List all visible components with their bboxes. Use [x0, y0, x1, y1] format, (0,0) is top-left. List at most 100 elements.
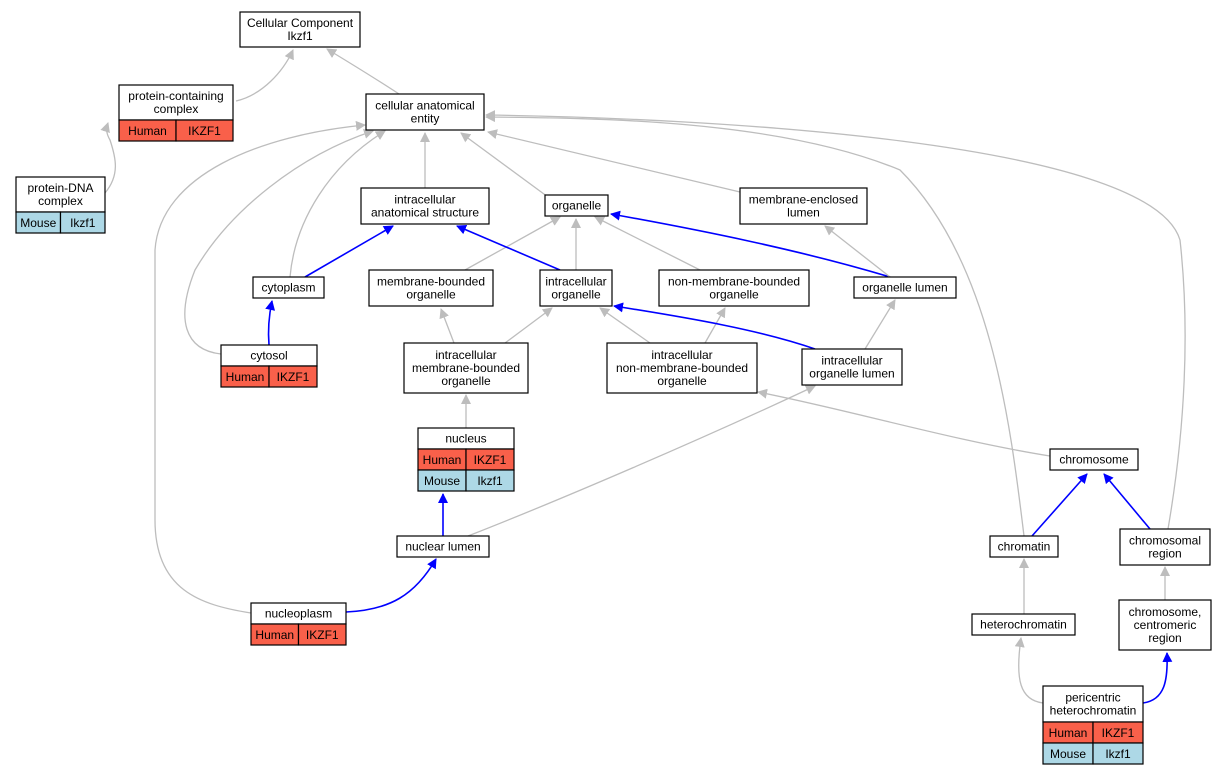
term-box [801, 348, 903, 386]
term-label: heterochromatin [1050, 704, 1137, 718]
edge-part-of-cytosol-cyto [265, 300, 276, 346]
gene-label: IKZF1 [474, 453, 507, 467]
edge-is-a-iol-ol [864, 299, 896, 350]
mouse-annotation-cell [465, 469, 515, 492]
term-label: centromeric [1134, 618, 1197, 632]
term-label: membrane-bounded [412, 361, 520, 375]
term-label: organelle [551, 288, 601, 302]
edge-is-a-inmbo-nmbo [704, 307, 726, 344]
term-box [1042, 685, 1144, 723]
term-label: intracellular [821, 354, 882, 368]
edge-is-a-mel-cae [487, 129, 741, 193]
term-node-chromatin[interactable]: chromatin [989, 535, 1059, 558]
term-node-inmbo[interactable]: intracellularnon-membrane-boundedorganel… [606, 342, 758, 394]
term-label: protein-DNA [27, 181, 93, 195]
term-box [1118, 599, 1212, 651]
edge-is-a-cae-root [326, 48, 400, 95]
term-node-org[interactable]: organelle [544, 194, 609, 217]
edge-is-a-nmbo-org [594, 216, 701, 271]
human-annotation-cell [268, 365, 318, 388]
gene-label: Ikzf1 [477, 474, 503, 488]
term-box [1049, 448, 1139, 471]
term-label: Cellular Component [247, 16, 354, 30]
term-label: region [1148, 547, 1181, 561]
term-label: protein-containing [128, 89, 223, 103]
mouse-annotation-cell [1092, 742, 1144, 765]
edge-part-of-phc-ccr [1142, 652, 1173, 704]
term-label: Ikzf1 [287, 29, 313, 43]
term-node-nl[interactable]: nuclear lumen [396, 535, 490, 558]
term-label: organelle lumen [809, 367, 894, 381]
gene-label: Ikzf1 [70, 216, 96, 230]
term-label: region [1148, 631, 1181, 645]
term-label: anatomical structure [371, 206, 479, 220]
edge-part-of-chromatin-chrom [1031, 473, 1088, 537]
edge-is-a-ol-mel [824, 225, 891, 278]
term-box [989, 535, 1059, 558]
term-box [365, 93, 485, 131]
edge-part-of-np-nl [345, 558, 437, 613]
term-box [971, 613, 1076, 636]
term-box [396, 535, 490, 558]
term-node-chrom[interactable]: chromosome [1049, 448, 1139, 471]
term-label: complex [154, 102, 199, 116]
term-label: organelle [709, 288, 759, 302]
term-label: chromosomal [1129, 534, 1201, 548]
term-label: entity [411, 112, 440, 126]
term-box [658, 269, 810, 307]
term-label: membrane-enclosed [749, 193, 858, 207]
term-label: non-membrane-bounded [616, 361, 748, 375]
species-label: Human [128, 124, 167, 138]
edge-is-a-chromatin-cae [485, 112, 1025, 537]
term-box [239, 11, 361, 48]
species-label: Human [1049, 726, 1088, 740]
term-node-ol[interactable]: organelle lumen [853, 276, 957, 299]
edge-is-a-imbo-io [504, 307, 553, 344]
term-label: organelle [657, 374, 707, 388]
edge-is-a-mbo-org [464, 216, 561, 271]
edge-is-a-pdna-pcc [100, 122, 117, 194]
edge-is-a-inmbo-io [599, 307, 651, 344]
term-node-cyto[interactable]: cytoplasm [252, 276, 325, 299]
term-label: cellular anatomical [375, 99, 474, 113]
species-label: Mouse [1050, 747, 1086, 761]
term-box [544, 194, 609, 217]
edge-is-a-cytosol-cae [184, 129, 374, 355]
term-label: chromosome, [1129, 605, 1202, 619]
term-node-het[interactable]: heterochromatin [971, 613, 1076, 636]
edge-part-of-io-ias [456, 224, 561, 271]
edges-layer [100, 48, 1186, 704]
term-label: heterochromatin [980, 618, 1067, 632]
edge-is-a-imbo-mbo [439, 308, 455, 344]
nodes-layer: Cellular ComponentIkzf1protein-containin… [15, 11, 1212, 765]
edge-is-a-chrom-inmbo [757, 388, 1051, 457]
term-label: chromosome [1059, 453, 1129, 467]
term-label: chromatin [998, 540, 1051, 554]
edge-is-a-pcc-root [235, 49, 294, 102]
term-label: lumen [787, 206, 820, 220]
species-label: Mouse [424, 474, 460, 488]
human-annotation-cell [297, 623, 347, 646]
term-label: membrane-bounded [377, 275, 485, 289]
edge-is-a-phc-het [1014, 637, 1044, 704]
term-label: intracellular [545, 275, 606, 289]
gene-label: IKZF1 [306, 628, 339, 642]
edge-part-of-cr-chrom [1103, 473, 1151, 530]
